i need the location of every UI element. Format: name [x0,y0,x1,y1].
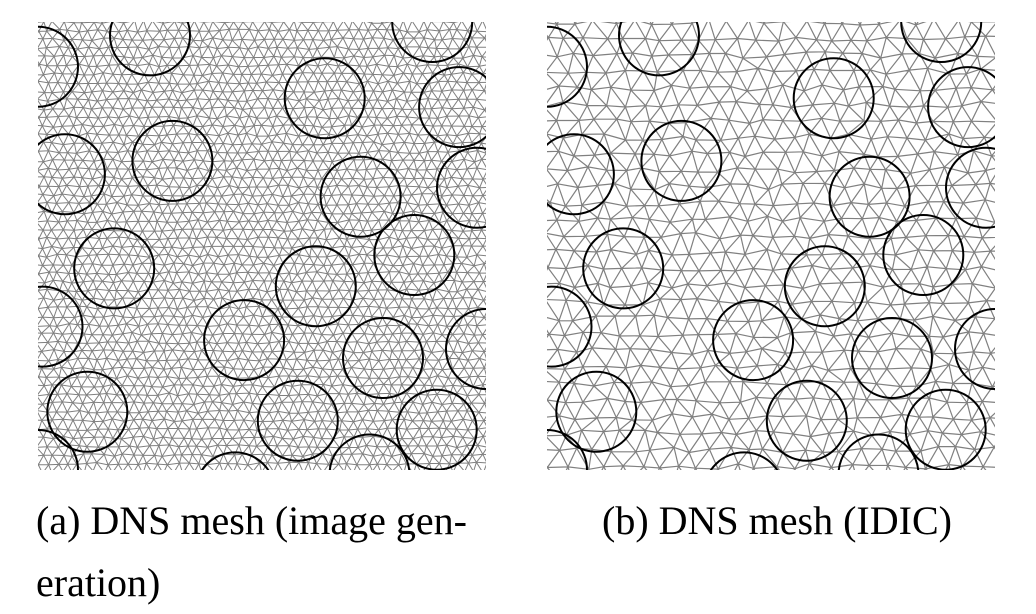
inclusion-circle [46,370,129,453]
inclusion-circle [436,146,486,229]
inclusion-circle [618,22,700,77]
mesh-image-coarse [547,22,995,470]
inclusion-circle [328,433,411,470]
inclusion-circle [131,119,214,202]
inclusion-circle [837,433,920,470]
inclusion-circle [555,370,638,453]
inclusion-circle [712,299,795,382]
inclusion-circle [283,57,366,140]
inclusion-circle [547,25,588,108]
inclusion-circle [547,285,593,368]
inclusion-circle [109,22,191,77]
caption-b: (b) DNS mesh (IDIC) [547,490,1007,552]
inclusion-circle [792,57,875,140]
inclusion-circle [640,119,723,202]
caption-a-line2: eration) [36,560,161,605]
inclusion-circle [418,66,486,149]
mesh-grid [38,22,486,470]
inclusion-circle [547,133,615,216]
inclusion-circle [954,308,995,390]
inclusion-circle [927,66,995,149]
inclusion-circle [828,155,911,238]
inclusion-circle [445,308,486,390]
inclusion-circle [582,227,665,310]
caption-a-line1: (a) DNS mesh (image gen- [36,498,467,543]
inclusion-circle [783,245,866,328]
caption-a: (a) DNS mesh (image gen- eration) [36,490,506,614]
inclusion-circle [904,388,987,470]
inclusion-circle [373,214,456,296]
inclusion-circle [765,379,848,462]
inclusion-circle [319,155,402,238]
inclusion-circle [274,245,357,328]
caption-b-line1: (b) DNS mesh (IDIC) [602,498,952,543]
inclusion-circle [200,451,270,470]
inclusion-circle [38,25,79,108]
mesh-figure-b [547,22,995,470]
mesh-image-fine [38,22,486,470]
inclusion-circle [945,146,995,229]
inclusion-circle [851,317,933,399]
inclusion-circle [38,285,84,368]
mesh-figure-a [38,22,486,470]
inclusion-circle [38,133,106,216]
inclusion-circle [900,22,983,63]
inclusion-circle [342,317,424,399]
inclusion-circle [395,388,478,470]
mesh-grid [547,22,995,470]
inclusion-circle [256,379,339,462]
inclusion-circle [203,299,286,382]
inclusion-circle [391,22,474,63]
inclusion-circle [73,227,156,310]
inclusion-circle [709,451,779,470]
inclusion-circle [882,214,965,296]
